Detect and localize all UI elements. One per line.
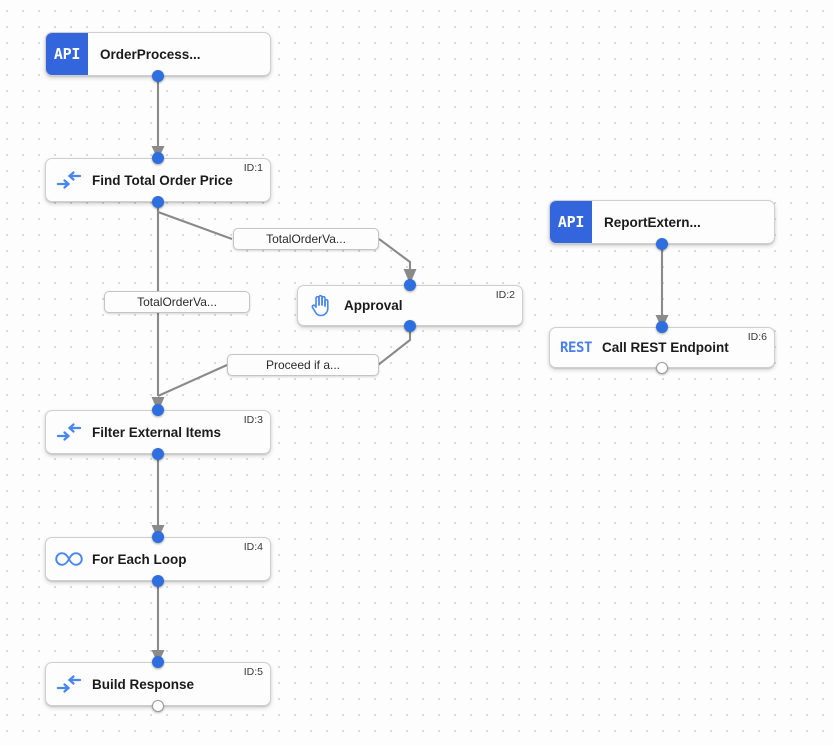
merge-arrows-icon (46, 663, 92, 705)
port-order-process-out[interactable] (152, 70, 164, 82)
node-id-label: ID:3 (243, 414, 263, 426)
node-title: Call REST Endpoint (602, 340, 729, 355)
node-title: Filter External Items (92, 424, 222, 440)
node-id-label: ID:2 (495, 289, 515, 301)
port-filter-out[interactable] (152, 448, 164, 460)
port-approval-out[interactable] (404, 320, 416, 332)
node-report-extern[interactable]: API ReportExtern... (549, 200, 775, 244)
node-id-label: ID:5 (243, 666, 263, 678)
port-report-extern-out[interactable] (656, 238, 668, 250)
node-title: ReportExtern... (604, 214, 701, 230)
node-title: OrderProcess... (100, 46, 201, 62)
port-build-response-out[interactable] (152, 700, 164, 712)
port-build-response-in[interactable] (152, 656, 164, 668)
port-approval-in[interactable] (404, 279, 416, 291)
api-badge-label: API (557, 213, 585, 231)
api-badge-label: API (53, 45, 81, 63)
node-build-response[interactable]: Build Response ID:5 (45, 662, 271, 706)
api-badge-icon: API (550, 201, 592, 243)
edge-order-process-to-find-total (151, 76, 165, 160)
node-filter-external-items[interactable]: Filter External Items ID:3 (45, 410, 271, 454)
port-find-total-in[interactable] (152, 152, 164, 164)
port-call-rest-in[interactable] (656, 321, 668, 333)
edge-report-extern-to-call-rest (655, 244, 669, 329)
node-title: Build Response (92, 676, 195, 692)
api-badge-icon: API (46, 33, 88, 75)
port-filter-in[interactable] (152, 404, 164, 416)
edge-label-text: TotalOrderVa... (137, 295, 217, 309)
node-find-total-order-price[interactable]: Find Total Order Price ID:1 (45, 158, 271, 202)
node-id-label: ID:6 (747, 331, 767, 343)
port-call-rest-out[interactable] (656, 362, 668, 374)
edge-label-text: TotalOrderVa... (266, 232, 346, 246)
edge-label-total-order-va-left[interactable]: TotalOrderVa... (104, 291, 250, 313)
edge-for-each-to-build-response (151, 581, 165, 664)
edge-label-total-order-va-top[interactable]: TotalOrderVa... (233, 228, 379, 250)
merge-arrows-icon (46, 159, 92, 201)
node-title: Find Total Order Price (92, 172, 233, 188)
node-order-process[interactable]: API OrderProcess... (45, 32, 271, 76)
port-for-each-in[interactable] (152, 531, 164, 543)
node-call-rest-endpoint[interactable]: REST Call REST Endpoint ID:6 (549, 327, 775, 368)
edge-label-text: Proceed if a... (265, 358, 341, 372)
infinity-icon (46, 538, 92, 580)
node-title: Approval (344, 298, 403, 313)
rest-badge-label: REST (559, 339, 593, 356)
node-id-label: ID:4 (243, 541, 263, 553)
merge-arrows-icon (46, 411, 92, 453)
hand-icon (298, 286, 344, 325)
rest-badge-icon: REST (550, 328, 602, 367)
node-id-label: ID:1 (243, 162, 263, 174)
node-title: For Each Loop (92, 551, 187, 567)
port-for-each-out[interactable] (152, 575, 164, 587)
port-find-total-out[interactable] (152, 196, 164, 208)
edge-filter-to-for-each (151, 454, 165, 539)
node-for-each-loop[interactable]: For Each Loop ID:4 (45, 537, 271, 581)
edge-label-proceed-if-a[interactable]: Proceed if a... (227, 354, 379, 376)
